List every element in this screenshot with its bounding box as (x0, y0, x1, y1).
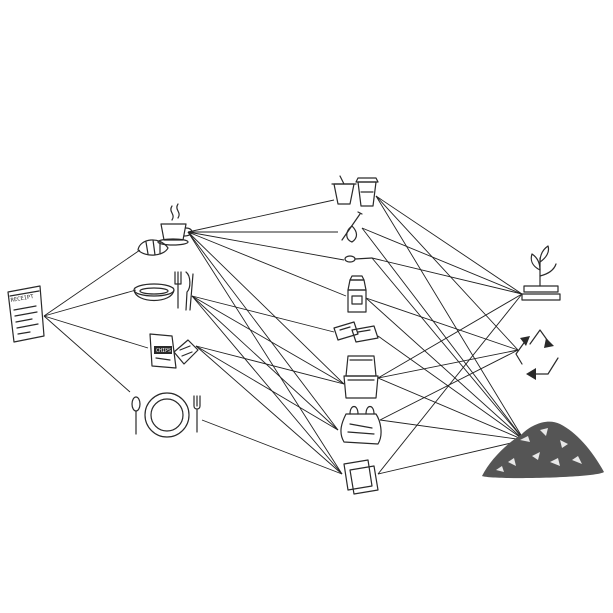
receipt-icon: RECEIPT (7, 285, 45, 343)
edge-layer (43, 195, 525, 475)
edge-coffee_croissant-to-carton (187, 231, 347, 297)
edge-clamshell-to-recycle (377, 349, 519, 379)
napkins-icon (343, 459, 379, 495)
edge-snack_packs-to-clamshell (195, 345, 345, 385)
plant-compost-icon (521, 245, 561, 301)
clamshell-box-icon (343, 355, 379, 399)
edge-plate_setting-to-napkins (201, 419, 343, 475)
plate-setting-icon (131, 392, 201, 438)
edge-bowl_cutlery-to-clamshell (191, 295, 345, 385)
edge-receipt-to-snack_packs (43, 315, 149, 349)
edge-spoon-to-compost (371, 257, 523, 295)
edge-napkins-to-landfill (377, 439, 525, 475)
edge-clamshell-to-landfill (377, 377, 525, 441)
carton-icon (347, 275, 367, 313)
coffee-croissant-icon (137, 203, 193, 256)
edge-cups-to-recycle (375, 195, 519, 351)
edge-coffee_croissant-to-cups (187, 199, 335, 233)
edge-receipt-to-plate_setting (43, 315, 131, 393)
plastic-bag-icon (340, 405, 382, 445)
snack-packs-icon: CHIPS (149, 333, 199, 369)
receipt-label: RECEIPT (10, 294, 35, 304)
edge-carton-to-recycle (365, 297, 519, 351)
edge-napkins-to-compost (377, 293, 523, 475)
edge-straw_stirrer-to-compost (361, 227, 523, 295)
edge-carton-to-landfill (365, 297, 525, 441)
edge-receipt-to-coffee_croissant (43, 249, 141, 317)
edge-bag-to-landfill (379, 419, 525, 441)
edge-cups-to-compost (375, 195, 523, 295)
edge-coffee_croissant-to-spoon (187, 231, 345, 261)
edge-clamshell-to-compost (377, 293, 523, 379)
straw-stirrer-icon (341, 211, 363, 243)
edge-straw_stirrer-to-landfill (361, 227, 525, 441)
chips-label: CHIPS (156, 348, 171, 354)
cups-icon (331, 175, 379, 207)
edge-cups-to-landfill (375, 195, 525, 441)
sachets-icon (333, 321, 379, 343)
landfill-pile-icon (482, 421, 604, 479)
edge-sachets-to-landfill (377, 335, 525, 441)
edge-snack_packs-to-bag (195, 345, 339, 431)
edge-receipt-to-bowl_cutlery (43, 289, 137, 317)
spoon-icon (344, 255, 373, 263)
bowl-cutlery-icon (133, 271, 194, 311)
edge-bowl_cutlery-to-sachets (191, 295, 335, 333)
edge-bowl_cutlery-to-bag (191, 295, 339, 431)
edge-spoon-to-landfill (371, 257, 525, 441)
edge-coffee_croissant-to-bag (187, 231, 339, 431)
edge-coffee_croissant-to-napkins (187, 231, 343, 475)
recycle-icon (515, 329, 559, 380)
edge-bowl_cutlery-to-napkins (191, 295, 343, 475)
edge-coffee_croissant-to-clamshell (187, 231, 345, 385)
edge-snack_packs-to-napkins (195, 345, 343, 475)
